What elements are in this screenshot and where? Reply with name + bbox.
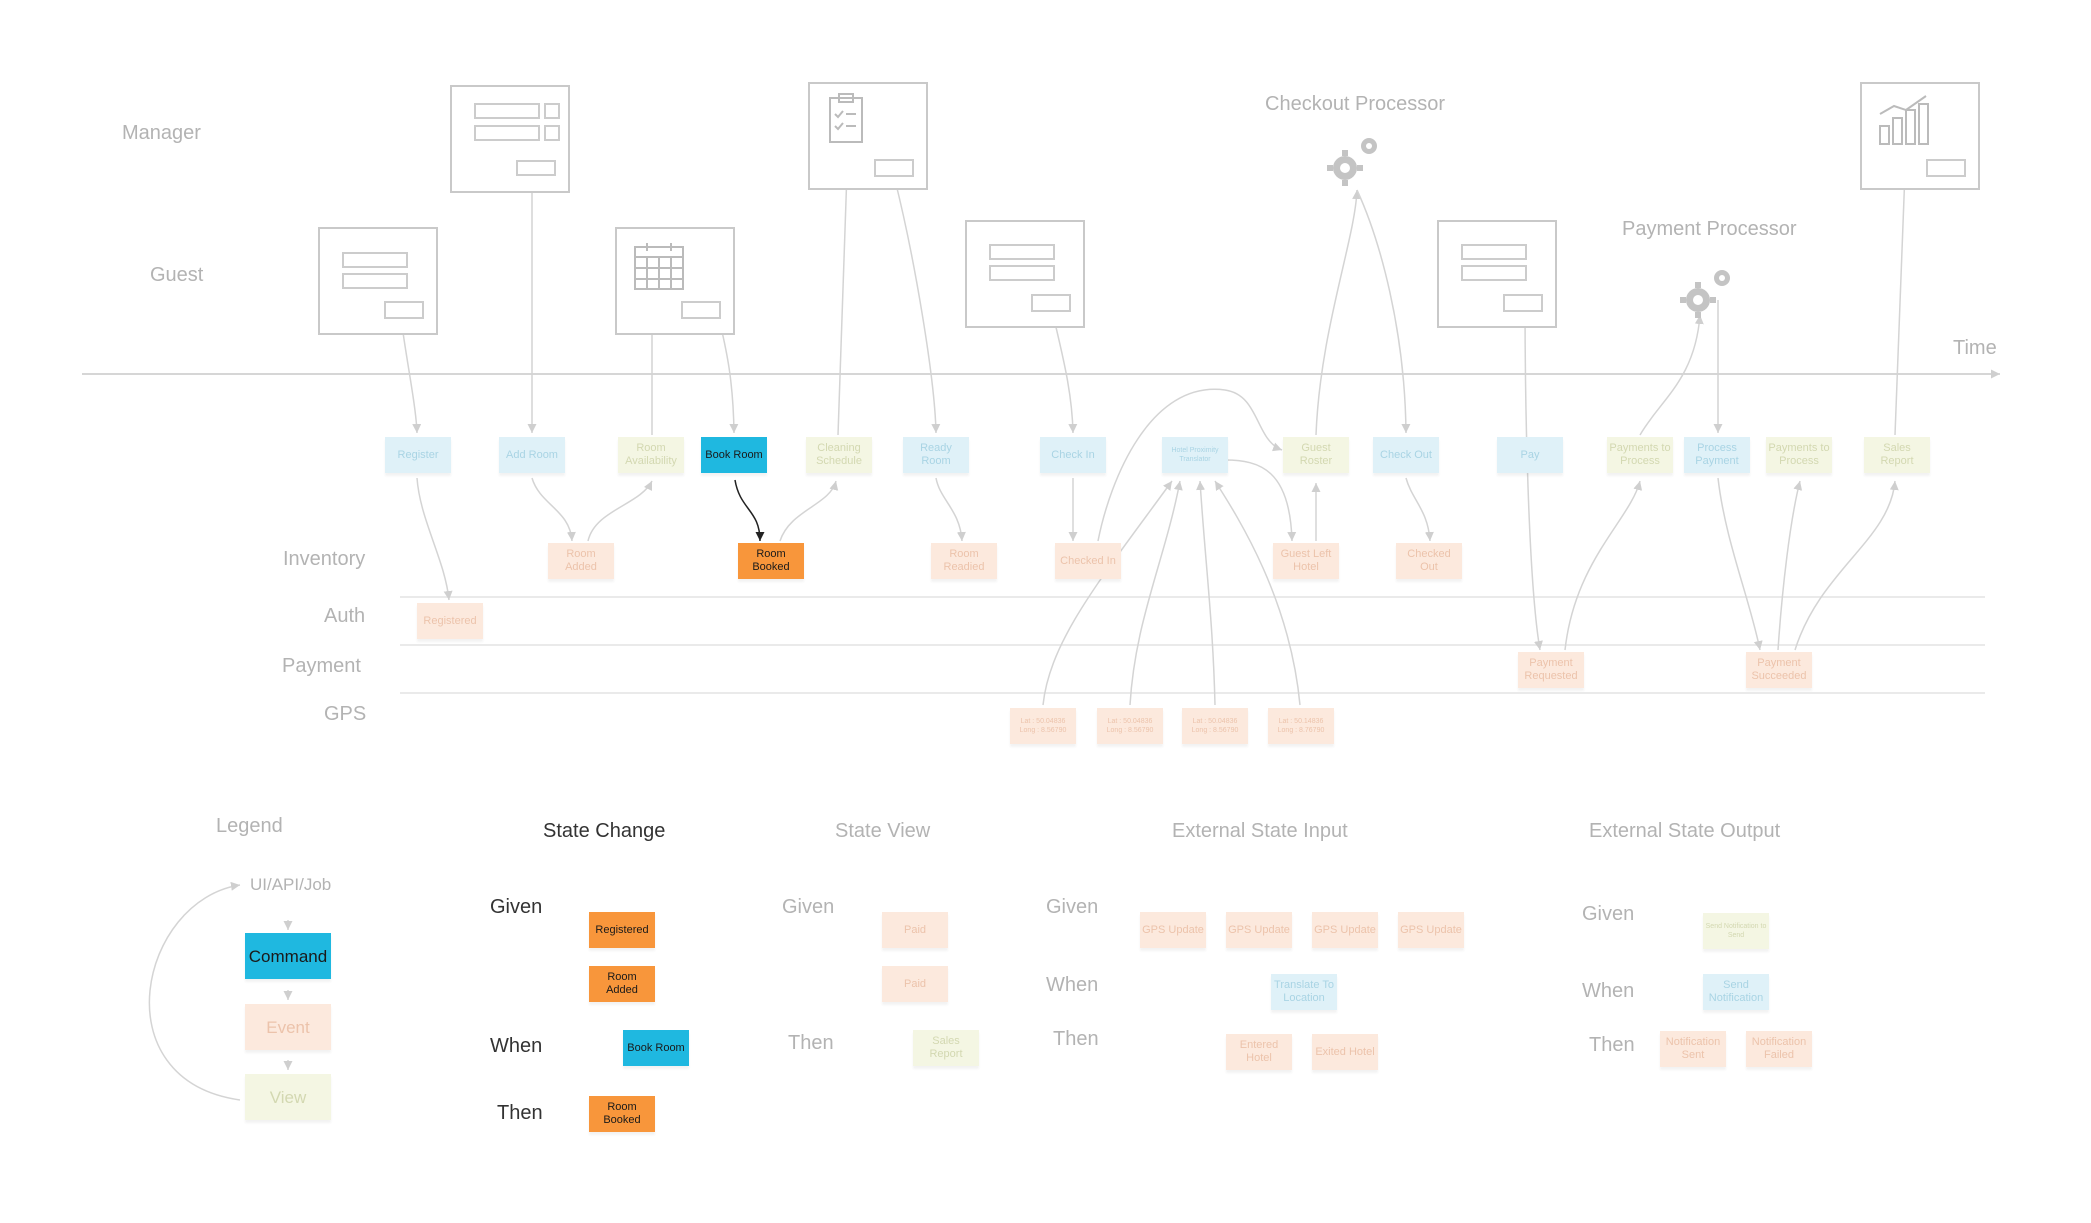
state-view-given: Given xyxy=(782,896,835,918)
bar-chart-icon xyxy=(1879,95,1929,145)
cleaning-screen[interactable] xyxy=(808,82,928,190)
event-checked-in[interactable]: Checked In xyxy=(1055,543,1121,579)
event-gps-3[interactable]: Lat : 50.04836 Long : 8.56790 xyxy=(1182,708,1248,744)
checkout-gear-icon xyxy=(1327,138,1377,186)
payment-gear-icon xyxy=(1680,270,1730,318)
legend-ui-label: UI/API/Job xyxy=(250,875,332,894)
state-change-then: Then xyxy=(497,1102,543,1124)
check-in-screen[interactable] xyxy=(965,220,1085,328)
ei-then-exited-hotel: Exited Hotel xyxy=(1312,1034,1378,1070)
event-payment-requested[interactable]: Payment Requested xyxy=(1518,652,1584,688)
eo-when-send-notification: Send Notification xyxy=(1703,974,1769,1010)
ext-output-given: Given xyxy=(1582,903,1635,925)
lane-payment: Payment xyxy=(282,655,361,677)
clipboard-icon xyxy=(829,93,863,143)
lane-gps: GPS xyxy=(324,703,367,725)
ei-given-gps-1: GPS Update xyxy=(1140,912,1206,948)
event-gps-4[interactable]: Lat : 50.14836 Long : 8.76790 xyxy=(1268,708,1334,744)
state-change-title: State Change xyxy=(543,820,666,842)
state-view-then: Then xyxy=(788,1032,834,1054)
ext-input-then: Then xyxy=(1053,1028,1099,1050)
sc-when-book-room: Book Room xyxy=(623,1030,689,1066)
sc-given-room-added: Room Added xyxy=(589,966,655,1002)
legend-event: Event xyxy=(245,1004,331,1050)
payment-screen[interactable] xyxy=(1437,220,1557,328)
add-room-screen[interactable] xyxy=(450,85,570,193)
ext-input-when: When xyxy=(1046,974,1099,996)
command-book-room[interactable]: Book Room xyxy=(701,437,767,473)
lane-inventory: Inventory xyxy=(283,548,366,570)
sv-given-paid-1: Paid xyxy=(882,912,948,948)
lane-guest: Guest xyxy=(150,264,204,286)
register-screen[interactable] xyxy=(318,227,438,335)
command-register[interactable]: Register xyxy=(385,437,451,473)
eo-given-send-notification: Send Notification to Send xyxy=(1703,913,1769,949)
calendar-icon xyxy=(634,243,684,290)
command-hotel-proximity[interactable]: Hotel Proximity Translator xyxy=(1162,437,1228,473)
sc-given-registered: Registered xyxy=(589,912,655,948)
ext-input-title: External State Input xyxy=(1172,820,1348,842)
ei-given-gps-4: GPS Update xyxy=(1398,912,1464,948)
ei-given-gps-2: GPS Update xyxy=(1226,912,1292,948)
payment-processor-label: Payment Processor xyxy=(1622,218,1797,240)
event-gps-2[interactable]: Lat : 50.04836 Long : 8.56790 xyxy=(1097,708,1163,744)
sv-then-sales-report: Sales Report xyxy=(913,1030,979,1066)
ext-output-when: When xyxy=(1582,980,1635,1002)
ei-then-entered-hotel: Entered Hotel xyxy=(1226,1034,1292,1070)
event-gps-1[interactable]: Lat : 50.04836 Long : 8.56790 xyxy=(1010,708,1076,744)
view-sales-report[interactable]: Sales Report xyxy=(1864,437,1930,473)
lane-auth: Auth xyxy=(324,605,366,627)
legend-command: Command xyxy=(245,933,331,979)
active-flow-arrow xyxy=(734,479,765,542)
calendar-screen[interactable] xyxy=(615,227,735,335)
sc-then-room-booked: Room Booked xyxy=(589,1096,655,1132)
view-cleaning-schedule[interactable]: Cleaning Schedule xyxy=(806,437,872,473)
legend-title: Legend xyxy=(216,815,283,837)
sales-report-screen[interactable] xyxy=(1860,82,1980,190)
command-check-in[interactable]: Check In xyxy=(1040,437,1106,473)
ext-output-then: Then xyxy=(1589,1034,1635,1056)
state-change-given: Given xyxy=(490,896,543,918)
ext-input-given: Given xyxy=(1046,896,1099,918)
view-payments-to-process-2[interactable]: Payments to Process xyxy=(1766,437,1832,473)
eo-then-notification-failed: Notification Failed xyxy=(1746,1031,1812,1067)
command-pay[interactable]: Pay xyxy=(1497,437,1563,473)
eo-then-notification-sent: Notification Sent xyxy=(1660,1031,1726,1067)
view-guest-roster[interactable]: Guest Roster xyxy=(1283,437,1349,473)
command-check-out[interactable]: Check Out xyxy=(1373,437,1439,473)
view-payments-to-process-1[interactable]: Payments to Process xyxy=(1607,437,1673,473)
time-label: Time xyxy=(1953,337,1997,359)
command-add-room[interactable]: Add Room xyxy=(499,437,565,473)
event-payment-succeeded[interactable]: Payment Succeeded xyxy=(1746,652,1812,688)
command-process-payment[interactable]: Process Payment xyxy=(1684,437,1750,473)
checkout-processor-label: Checkout Processor xyxy=(1265,93,1446,115)
ext-output-title: External State Output xyxy=(1589,820,1781,842)
event-room-booked[interactable]: Room Booked xyxy=(738,543,804,579)
view-room-availability[interactable]: Room Availability xyxy=(618,437,684,473)
sv-given-paid-2: Paid xyxy=(882,966,948,1002)
state-view-title: State View xyxy=(835,820,931,842)
event-guest-left-hotel[interactable]: Guest Left Hotel xyxy=(1273,543,1339,579)
state-change-when: When xyxy=(490,1035,543,1057)
event-registered[interactable]: Registered xyxy=(417,603,483,639)
ei-when-translate: Translate To Location xyxy=(1271,974,1337,1010)
legend-view: View xyxy=(245,1074,331,1120)
lane-manager: Manager xyxy=(122,122,201,144)
event-checked-out[interactable]: Checked Out xyxy=(1396,543,1462,579)
command-ready-room[interactable]: Ready Room xyxy=(903,437,969,473)
event-room-readied[interactable]: Room Readied xyxy=(931,543,997,579)
event-room-added[interactable]: Room Added xyxy=(548,543,614,579)
ei-given-gps-3: GPS Update xyxy=(1312,912,1378,948)
